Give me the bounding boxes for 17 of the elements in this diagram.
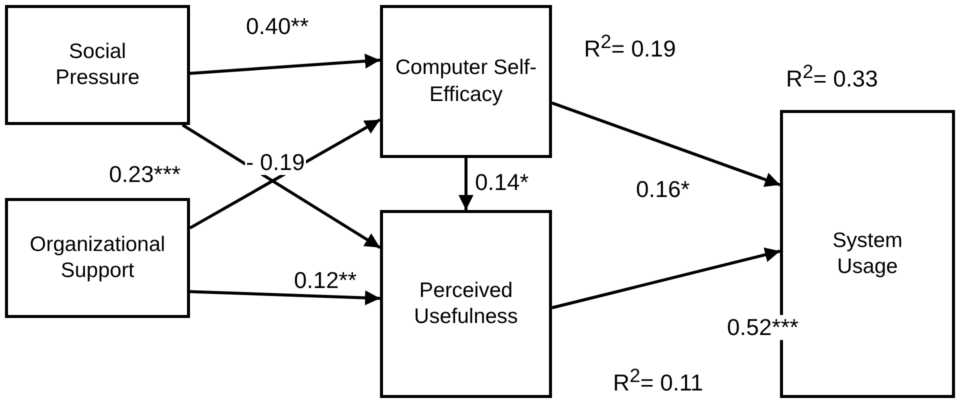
arrow bbox=[190, 290, 380, 306]
arrow bbox=[458, 158, 474, 210]
construct-box bbox=[380, 210, 552, 398]
construct-box bbox=[5, 198, 190, 318]
arrow bbox=[552, 247, 780, 310]
node-label: Computer Self-Efficacy bbox=[394, 55, 538, 108]
node-label: Perceived Usefulness bbox=[413, 278, 519, 330]
edge-label: 0.52*** bbox=[726, 315, 800, 340]
arrow bbox=[189, 118, 381, 230]
construct-box bbox=[5, 5, 190, 125]
arrow bbox=[182, 124, 381, 249]
arrow bbox=[190, 54, 380, 75]
node-label: Social Pressure bbox=[54, 38, 141, 91]
arrow bbox=[552, 102, 780, 187]
node-label: System Usage bbox=[831, 228, 904, 280]
construct-box bbox=[380, 5, 552, 158]
node-label: Organizational Support bbox=[28, 232, 166, 284]
